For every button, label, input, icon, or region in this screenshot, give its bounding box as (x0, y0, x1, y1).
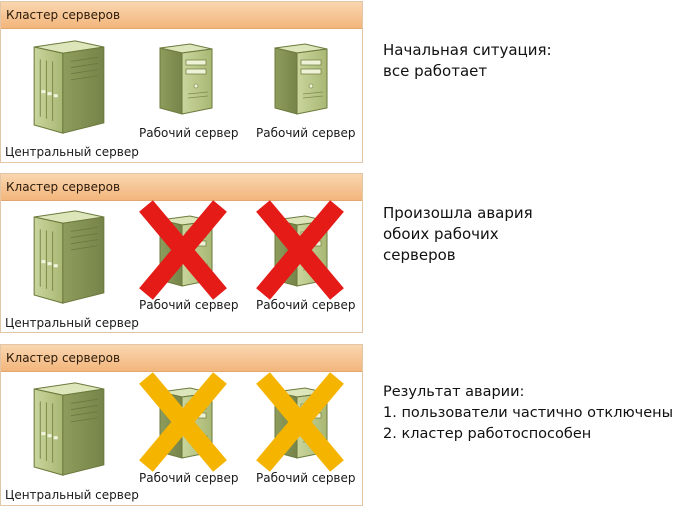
failure-cross-icon (138, 200, 228, 300)
description-result: Результат аварии: 1. пользователи частич… (383, 382, 673, 445)
failure-cross-icon (255, 200, 345, 300)
description-line: Результат аварии: (383, 382, 673, 403)
central-server-label: Центральный сервер (5, 488, 139, 502)
description-line: Произошла авария (383, 203, 533, 224)
central-server-label: Центральный сервер (5, 145, 139, 159)
worker-server-label: Рабочий сервер (256, 298, 356, 312)
description-initial: Начальная ситуация: все работает (383, 40, 552, 82)
description-failure: Произошла авария обоих рабочих серверов (383, 203, 533, 266)
description-line: все работает (383, 61, 552, 82)
central-server-label: Центральный сервер (5, 316, 139, 330)
description-line: серверов (383, 245, 533, 266)
warning-cross-icon (138, 372, 228, 472)
worker-server-label: Рабочий сервер (139, 126, 239, 140)
description-line: Начальная ситуация: (383, 40, 552, 61)
worker-server-label: Рабочий сервер (256, 126, 356, 140)
central-server-icon (28, 204, 110, 308)
worker-server-label: Рабочий сервер (256, 471, 356, 485)
worker-server-icon (265, 40, 335, 120)
panel-header: Кластер серверов (1, 2, 362, 29)
description-line: 1. пользователи частично отключены (383, 403, 673, 424)
central-server-icon (28, 34, 110, 138)
description-line: 2. кластер работоспособен (383, 424, 673, 445)
panel-header: Кластер серверов (1, 174, 362, 201)
worker-server-icon (150, 40, 220, 120)
panel-header: Кластер серверов (1, 345, 362, 372)
description-line: обоих рабочих (383, 224, 533, 245)
warning-cross-icon (255, 372, 345, 472)
central-server-icon (28, 376, 110, 480)
worker-server-label: Рабочий сервер (139, 298, 239, 312)
worker-server-label: Рабочий сервер (139, 471, 239, 485)
